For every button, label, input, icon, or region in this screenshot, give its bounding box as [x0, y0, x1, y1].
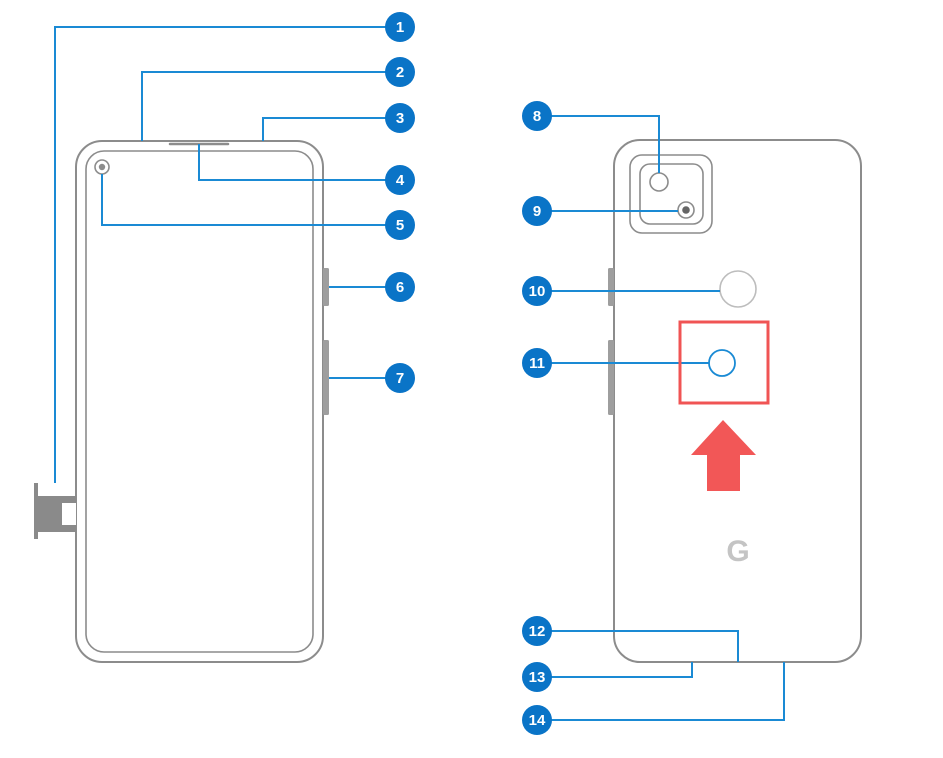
highlight-box	[678, 320, 770, 405]
callout-label: 14	[529, 712, 546, 729]
leader-line-3	[262, 117, 397, 141]
leader-line-12	[537, 630, 739, 662]
callout-label: 8	[533, 108, 541, 125]
fingerprint-sensor	[719, 270, 757, 308]
callout-2: 2	[385, 57, 415, 87]
callout-5: 5	[385, 210, 415, 240]
leader-lines	[54, 26, 785, 721]
red-up-arrow-icon	[691, 420, 756, 491]
flash-icon	[649, 172, 669, 192]
callout-3: 3	[385, 103, 415, 133]
callout-label: 11	[529, 355, 545, 372]
callout-label: 13	[529, 669, 546, 686]
sim-tray	[34, 483, 76, 539]
leader-line-8	[537, 115, 660, 173]
callout-label: 9	[533, 203, 541, 220]
callout-14: 14	[522, 705, 552, 735]
leader-line-14	[537, 662, 785, 721]
volume-button-back	[608, 268, 614, 306]
leader-line-1	[54, 26, 397, 483]
phone-front	[34, 140, 329, 663]
callout-label: 5	[396, 217, 404, 234]
volume-button-front	[323, 268, 329, 306]
callout-label: 7	[396, 370, 404, 387]
callout-11: 11	[522, 348, 552, 378]
leader-line-4	[198, 144, 397, 181]
front-body-outline	[75, 140, 324, 663]
callout-13: 13	[522, 662, 552, 692]
power-button-back	[608, 340, 614, 415]
camera-module	[629, 154, 713, 234]
microphone-hole	[708, 349, 736, 377]
phone-back: G	[608, 139, 862, 663]
callout-label: 6	[396, 279, 404, 296]
callout-label: 10	[529, 283, 546, 300]
callout-label: 3	[396, 110, 404, 127]
callout-label: 4	[396, 172, 405, 189]
callout-8: 8	[522, 101, 552, 131]
front-screen-outline	[85, 150, 314, 653]
leader-line-2	[141, 71, 397, 141]
callout-label: 12	[529, 623, 546, 640]
leader-line-13	[537, 662, 693, 678]
rear-camera-lens-icon	[677, 201, 695, 219]
leader-line-5	[101, 174, 397, 226]
callout-10: 10	[522, 276, 552, 306]
callout-6: 6	[385, 272, 415, 302]
front-camera-icon	[94, 159, 110, 175]
callout-label: 2	[396, 64, 404, 81]
callout-12: 12	[522, 616, 552, 646]
callout-1: 1	[385, 12, 415, 42]
callout-7: 7	[385, 363, 415, 393]
callout-4: 4	[385, 165, 415, 195]
google-logo: G	[726, 535, 749, 568]
callout-label: 1	[396, 19, 404, 36]
callout-badges: 1 2 3 4 5 6 7 8 9 10 11 12 13 14	[385, 12, 552, 735]
power-button-front	[323, 340, 329, 415]
callout-9: 9	[522, 196, 552, 226]
back-body-outline	[613, 139, 862, 663]
